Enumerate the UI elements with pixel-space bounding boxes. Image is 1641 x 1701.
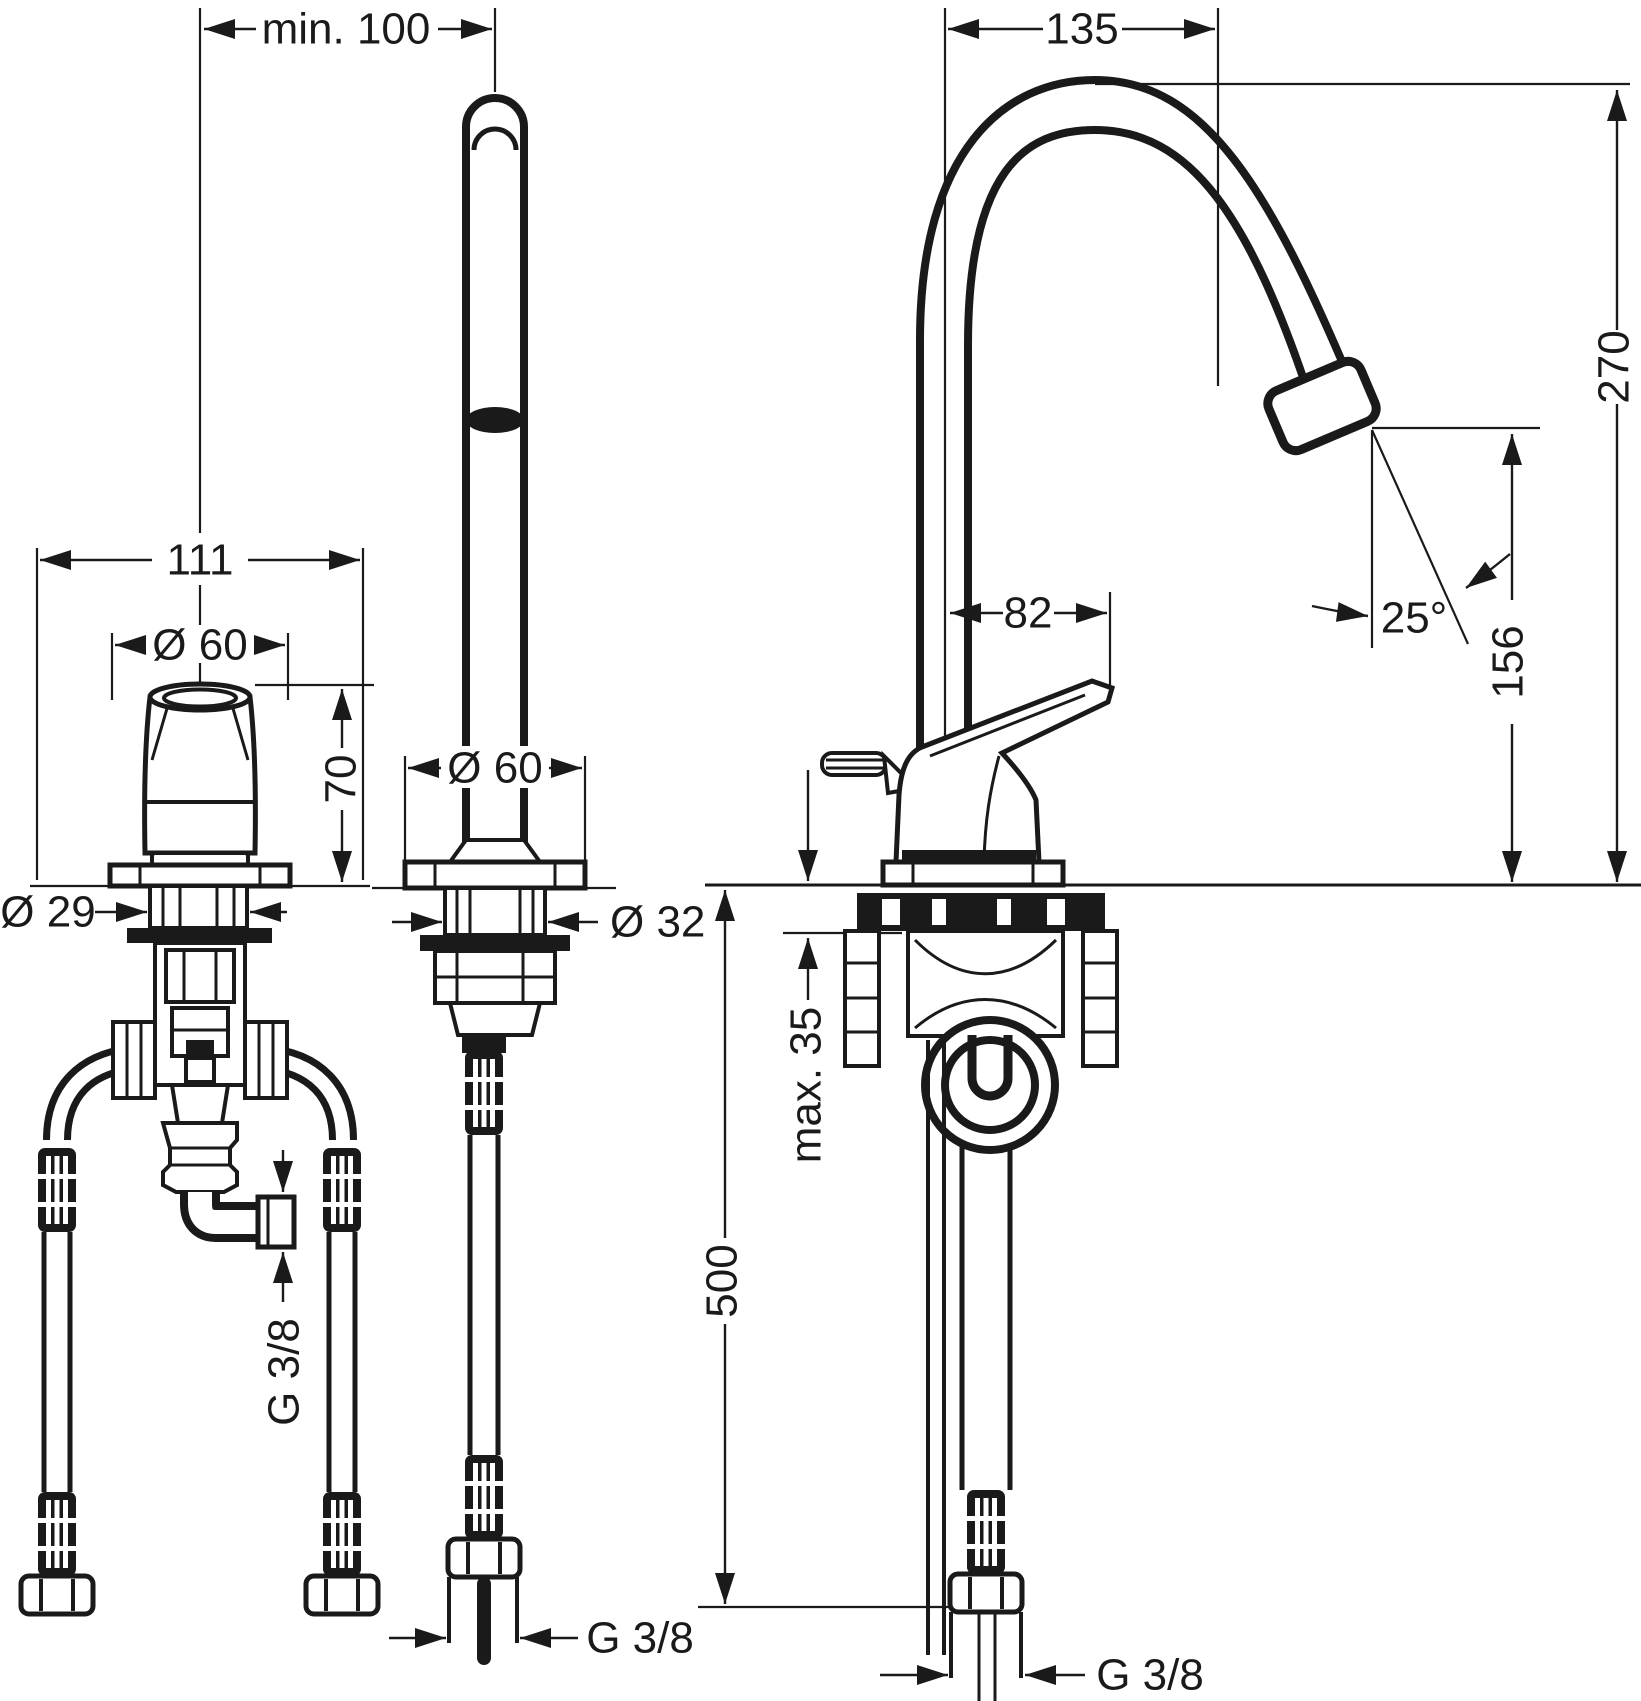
union-nut-right — [243, 1020, 289, 1100]
dim-handle-height-label: 70 — [317, 755, 366, 804]
dim-connection-right: G 3/8 — [880, 1651, 1204, 1700]
handle-lever — [893, 678, 1116, 865]
body-escutcheon — [880, 859, 1066, 888]
spout-profile-view: Ø 60 Ø 32 — [372, 94, 705, 1665]
dim-handle-shank-dia: Ø 29 — [0, 888, 287, 937]
dim-spray-angle-label: 25° — [1381, 594, 1448, 643]
dim-connection-mid-label: G 3/8 — [586, 1614, 694, 1663]
side-view: 135 270 156 25° 82 — [698, 5, 1641, 1701]
dim-outlet-connection-left-label: G 3/8 — [260, 1318, 309, 1426]
hose-nut — [950, 1574, 1022, 1612]
spout-supply-hose — [448, 1037, 520, 1665]
compression-fitting — [160, 1121, 239, 1194]
dim-spout-shank-dia: Ø 32 — [392, 898, 705, 947]
dim-hose-length-label: 500 — [698, 1244, 747, 1317]
dim-min-clearance: min. 100 — [204, 5, 497, 92]
spout-nozzle — [1263, 356, 1381, 456]
temperature-pin — [820, 751, 888, 777]
connection-stud — [477, 1577, 491, 1665]
hose-nut — [448, 1539, 520, 1577]
dim-spread: 111 — [40, 536, 360, 585]
dim-outlet-height-label: 156 — [1484, 625, 1533, 698]
dim-spray-angle: 25° — [1311, 429, 1511, 648]
dim-outlet-height: 156 — [1484, 434, 1533, 882]
spout-tube — [462, 94, 528, 858]
dim-handle-height: 70 — [317, 689, 366, 882]
dim-hose-length: 500 — [698, 890, 950, 1609]
outlet-flange — [255, 1194, 297, 1250]
valve-body — [43, 941, 357, 1194]
handle-escutcheon — [107, 862, 293, 889]
dim-spout-shank-dia-label: Ø 32 — [610, 898, 705, 947]
dim-handle-reach-label: 82 — [1004, 589, 1053, 638]
union-nut-left — [111, 1020, 157, 1100]
dim-handle-reach: 82 — [950, 589, 1112, 686]
dim-spout-escutcheon-dia-label: Ø 60 — [447, 744, 542, 793]
locknut — [127, 928, 272, 943]
handle-shank — [148, 884, 249, 930]
dim-spread-label: 111 — [167, 536, 234, 585]
dim-handle-dia-label: Ø 60 — [152, 621, 247, 670]
dim-connection-mid: G 3/8 — [389, 1614, 694, 1663]
aerator — [466, 407, 524, 433]
dim-max-deck-thickness: max. 35 — [782, 770, 902, 1164]
dim-spout-height: 270 — [1590, 90, 1639, 882]
dim-max-deck-thickness-label: max. 35 — [782, 1007, 831, 1164]
dim-min-clearance-label: min. 100 — [262, 5, 431, 54]
supply-hose-left — [21, 1148, 93, 1614]
spout-escutcheon — [372, 859, 616, 891]
dim-spout-reach: 135 — [948, 5, 1215, 54]
side-hose-front — [950, 1145, 1022, 1701]
dim-handle-shank-dia-label: Ø 29 — [0, 888, 95, 937]
faucet-body — [820, 678, 1116, 888]
front-view: min. 100 111 Ø 60 70 — [0, 5, 497, 1615]
handle-knob — [142, 681, 258, 856]
spout-base-flare — [446, 838, 544, 864]
outlet-elbow — [180, 1192, 297, 1250]
dim-handle-dia: Ø 60 — [115, 621, 285, 670]
side-hose-back — [926, 1040, 946, 1655]
supply-hose-right — [306, 1148, 378, 1614]
mounting-assembly — [843, 893, 1119, 1154]
dim-spout-escutcheon-dia: Ø 60 — [403, 744, 587, 862]
dim-spout-reach-label: 135 — [1045, 5, 1118, 54]
dim-spout-height-label: 270 — [1590, 330, 1639, 403]
hose-nut — [306, 1576, 378, 1614]
hose-nut — [21, 1576, 93, 1614]
dim-outlet-connection-left: G 3/8 — [260, 1150, 309, 1426]
dim-connection-right-label: G 3/8 — [1096, 1651, 1204, 1700]
spout-shank — [420, 886, 570, 1037]
